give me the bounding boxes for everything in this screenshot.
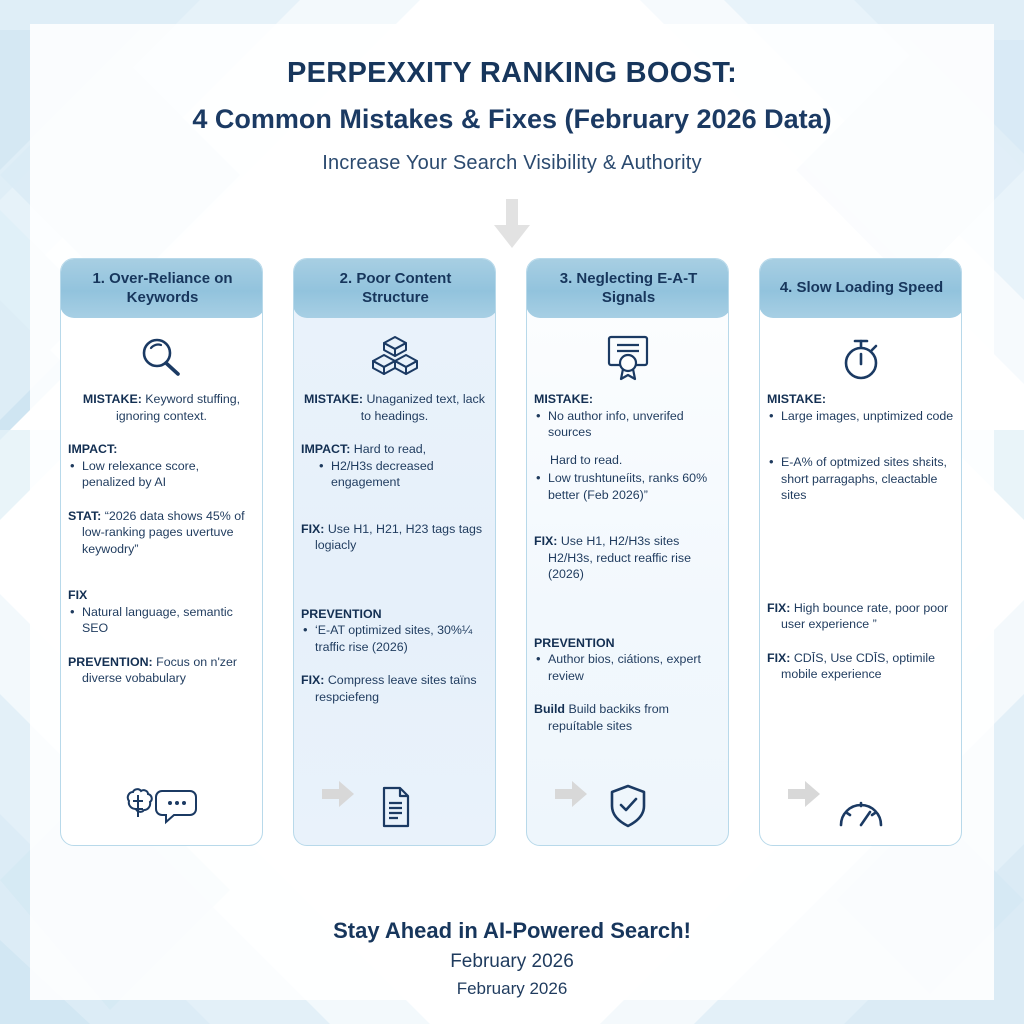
card-body-2: MISTAKE: Unaganized text, lack to headin…: [301, 391, 488, 775]
arrow-right-icon-3: [788, 780, 820, 808]
block-label: IMPACT:: [301, 442, 351, 456]
block-prevention-3: PREVENTION Author bios, ciátions, expert…: [534, 635, 721, 685]
block-note-3: Hard to read. Low trushtuneíits, ranks 6…: [534, 452, 721, 504]
block-label: Build: [534, 702, 565, 716]
footer-call-to-action: Stay Ahead in AI-Powered Search!: [333, 918, 691, 943]
block-prevention-1: PREVENTION: Focus on n'zer diverse vobab…: [68, 654, 255, 687]
brain-and-chat-bubble-icon: [61, 783, 262, 829]
page-subtitle: Increase Your Search Visibility & Author…: [322, 151, 702, 174]
block-bullets: E-A% of optmized sites shεits, short par…: [767, 453, 954, 504]
mistakes-card-row: 1. Over-Reliance on Keywords MISTAKE: Ke…: [60, 258, 964, 848]
block-heading-line: IMPACT: Hard to read,: [301, 441, 488, 458]
card-header-4: 4. Slow Loading Speed: [760, 259, 961, 318]
block-secondary-4: E-A% of optmized sites shεits, short par…: [767, 453, 954, 504]
footer-date-secondary: February 2026: [456, 979, 568, 998]
block-label: FIX:: [767, 650, 791, 665]
block-text: Build backiks from repuítable sites: [548, 702, 669, 733]
block-bullets: Low relexance score, penalized by AI: [68, 457, 255, 491]
block-label: FIX: [68, 588, 88, 602]
block-impact-2: IMPACT: Hard to read, H2/H3s decreased e…: [301, 441, 488, 491]
block-impact-1: IMPACT: Low relexance score, penalized b…: [68, 441, 255, 491]
block-text: Unaganized text, lack to headings.: [360, 392, 485, 423]
card-over-reliance-on-keywords[interactable]: 1. Over-Reliance on Keywords MISTAKE: Ke…: [60, 258, 263, 846]
block-label: MISTAKE:: [767, 392, 826, 406]
block-mistake-2: MISTAKE: Unaganized text, lack to headin…: [301, 391, 488, 424]
magnifier-icon: [61, 333, 262, 381]
certificate-badge-icon: [527, 333, 728, 381]
list-item: Author bios, ciátions, expert review: [534, 650, 721, 684]
block-label: IMPACT:: [68, 442, 118, 456]
card-body-1: MISTAKE: Keyword stuffing, ignoring cont…: [68, 391, 255, 775]
block-text: High bounce rate, poor poor user experie…: [781, 600, 949, 632]
block-text: Hard to read,: [353, 442, 427, 456]
block-label: MISTAKE:: [304, 392, 364, 406]
list-item: Low trushtuneíits, ranks 60% better (Feb…: [534, 469, 721, 503]
block-mistake-1: MISTAKE: Keyword stuffing, ignoring cont…: [68, 391, 255, 424]
block-label: PREVENTION: [301, 606, 382, 621]
block-label: MISTAKE:: [534, 392, 593, 406]
block-mistake-3: MISTAKE: No author info, unverifed sourc…: [534, 391, 721, 441]
footer: Stay Ahead in AI-Powered Search! Februar…: [0, 918, 1024, 999]
list-item: E-A% of optmized sites shεits, short par…: [767, 453, 954, 504]
list-item: Low relexance score, penalized by AI: [68, 457, 255, 491]
stopwatch-icon: [760, 337, 961, 383]
list-item: Natural language, semantic SEO: [68, 603, 255, 637]
card-title-4: 4. Slow Loading Speed: [779, 279, 944, 297]
block-text: Hard to read.: [550, 452, 623, 467]
card-poor-content-structure[interactable]: 2. Poor Content Structure: [293, 258, 496, 846]
page-title-line-1: PERPEXXITY RANKING BOOST:: [286, 57, 738, 89]
block-label: FIX:: [767, 600, 791, 615]
block-fix-2: FIX: Use H1, H21, H23 tags tags logiacly: [301, 521, 488, 554]
block-bullets: H2/H3s decreased engagement: [301, 457, 488, 491]
block-fix-1: FIX Natural language, semantic SEO: [68, 587, 255, 637]
list-item: Large images, unptimized code: [767, 407, 954, 425]
block-label: STAT:: [68, 508, 102, 523]
header: PERPEXXITY RANKING BOOST: 4 Common Mista…: [0, 56, 1024, 175]
card-title-3: 3. Neglecting E-A-T Signals: [559, 269, 698, 307]
block-label: PREVENTION:: [68, 654, 153, 669]
block-text: Use H1, H21, H23 tags tags logiacly: [315, 521, 483, 553]
card-header-2: 2. Poor Content Structure: [294, 259, 495, 318]
arrow-right-icon-2: [555, 780, 587, 808]
block-text: Use H1, H2/H3s sites H2/H3s, reduct reaf…: [548, 534, 692, 581]
stacked-blocks-icon: [294, 333, 495, 381]
card-body-4: MISTAKE: Large images, unptimized code E…: [767, 391, 954, 775]
card-title-1: 1. Over-Reliance on Keywords: [92, 269, 233, 307]
card-body-3: MISTAKE: No author info, unverifed sourc…: [534, 391, 721, 775]
block-fix-4a: FIX: High bounce rate, poor poor user ex…: [767, 600, 954, 633]
list-item: ‘E-AT optimized sites, 30%¼ traffic rise…: [301, 621, 488, 655]
block-label: FIX:: [301, 521, 325, 536]
block-bullets: No author info, unverifed sources: [534, 407, 721, 441]
block-fix-3: FIX: Use H1, H2/H3s sites H2/H3s, reduct…: [534, 533, 721, 583]
block-label: FIX:: [301, 673, 325, 687]
block-bullets: Author bios, ciátions, expert review: [534, 650, 721, 684]
block-text: CDĪS, Use CDĪS, optimile mobile experien…: [781, 650, 936, 682]
block-prevention-2: PREVENTION ‘E-AT optimized sites, 30%¼ t…: [301, 606, 488, 656]
block-text: Compress leave sites taïns respciefeng: [315, 673, 477, 704]
list-item: No author info, unverifed sources: [534, 407, 721, 441]
block-bullets: Large images, unptimized code: [767, 407, 954, 425]
block-mistake-4: MISTAKE: Large images, unptimized code: [767, 391, 954, 424]
card-header-1: 1. Over-Reliance on Keywords: [61, 259, 262, 318]
block-bullets: ‘E-AT optimized sites, 30%¼ traffic rise…: [301, 621, 488, 655]
page-title-line-2: 4 Common Mistakes & Fixes (February 2026…: [192, 103, 832, 134]
card-header-3: 3. Neglecting E-A-T Signals: [527, 259, 728, 318]
block-text: “2026 data shows 45% of low-ranking page…: [82, 508, 245, 556]
card-slow-loading-speed[interactable]: 4. Slow Loading Speed MISTAKE:: [759, 258, 962, 846]
arrow-right-icon-1: [322, 780, 354, 808]
block-bullets: Low trushtuneíits, ranks 60% better (Feb…: [534, 469, 721, 503]
block-label: PREVENTION: [534, 635, 615, 650]
block-label: FIX:: [534, 534, 558, 548]
footer-date-primary: February 2026: [450, 951, 574, 972]
card-title-2: 2. Poor Content Structure: [339, 269, 452, 307]
arrow-down-icon: [492, 199, 532, 249]
block-fix-4b: FIX: CDĪS, Use CDĪS, optimile mobile exp…: [767, 650, 954, 683]
block-label: MISTAKE:: [82, 392, 142, 406]
block-bullets: Natural language, semantic SEO: [68, 603, 255, 637]
list-item: H2/H3s decreased engagement: [317, 457, 488, 491]
block-fix-2b: FIX: Compress leave sites taïns respcief…: [301, 672, 488, 705]
block-build-3: Build Build backiks from repuítable site…: [534, 701, 721, 734]
card-neglecting-eat-signals[interactable]: 3. Neglecting E-A-T Signals MISTAKE:: [526, 258, 729, 846]
block-stat-1: STAT: “2026 data shows 45% of low-rankin…: [68, 508, 255, 558]
